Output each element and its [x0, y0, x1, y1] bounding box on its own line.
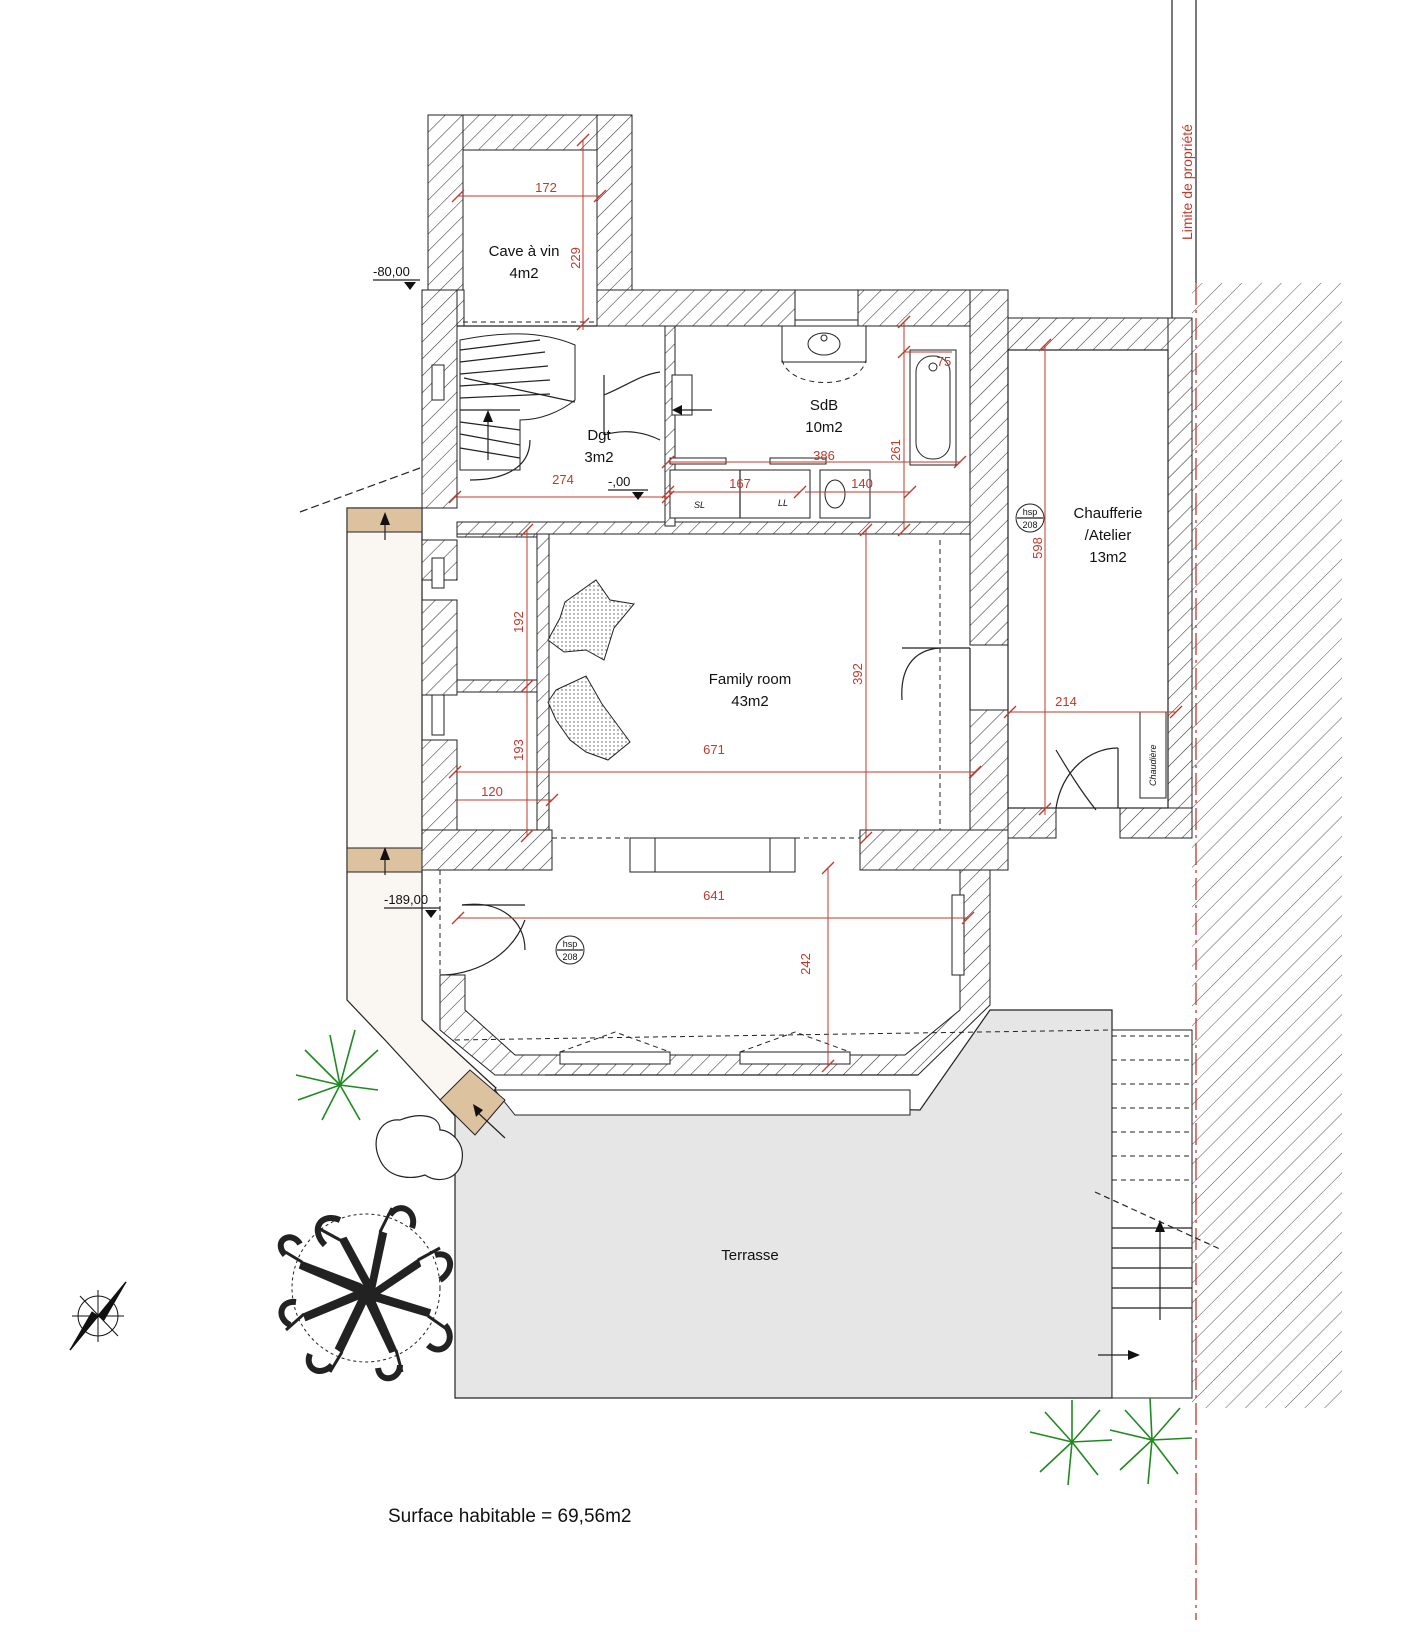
bathroom-fixtures: [669, 325, 957, 519]
level-189: -189,00: [384, 892, 428, 907]
room-dgt-area: 3m2: [584, 449, 613, 466]
windows: [431, 364, 965, 1065]
property-limit-label: Limite de propriété: [1179, 124, 1195, 240]
dimension-labels: 172 229 274 75 386 261 167 140 598 192 1…: [481, 180, 1077, 975]
doors: [439, 371, 1119, 976]
hsp-1-top: hsp: [1023, 507, 1038, 517]
room-chaufferie-area: 13m2: [1089, 549, 1127, 566]
room-cave-name: Cave à vin: [489, 243, 560, 260]
dim-167: 167: [729, 476, 751, 491]
room-terrasse-name: Terrasse: [721, 1247, 779, 1264]
room-family-area: 43m2: [731, 693, 769, 710]
room-sdb-name: SdB: [810, 397, 838, 414]
surface-habitable: Surface habitable = 69,56m2: [388, 1506, 631, 1527]
label-chaudiere: Chaudière: [1148, 744, 1158, 786]
dim-641: 641: [703, 888, 725, 903]
tree-icon: [277, 1205, 453, 1382]
room-labels: Cave à vin 4m2 Dgt 3m2 SdB 10m2 Chauffer…: [489, 243, 1143, 1264]
dim-192: 192: [511, 611, 526, 633]
room-chaufferie-name-1: Chaufferie: [1074, 505, 1143, 522]
level-80: -80,00: [373, 264, 410, 279]
dim-214: 214: [1055, 694, 1077, 709]
hsp-2-top: hsp: [563, 939, 578, 949]
shrub-icon: [375, 1115, 463, 1181]
hsp-2-bottom: 208: [562, 952, 577, 962]
lintels: [346, 507, 506, 1139]
rugs: [547, 579, 635, 761]
dim-75: 75: [937, 354, 951, 369]
hsp-markers: hsp 208 hsp 208: [555, 503, 1045, 965]
dim-120: 120: [481, 784, 503, 799]
level-00: -,00: [608, 474, 630, 489]
level-markers: -80,00 -,00 -189,00: [373, 264, 648, 918]
room-dgt-name: Dgt: [587, 427, 611, 444]
dim-671: 671: [703, 742, 725, 757]
room-sdb-area: 10m2: [805, 419, 843, 436]
exterior-stair: [1094, 1029, 1223, 1399]
dim-242: 242: [798, 953, 813, 975]
dim-229: 229: [568, 247, 583, 269]
dim-392: 392: [850, 663, 865, 685]
compass-icon: [69, 1281, 127, 1351]
label-sl: SL: [694, 500, 705, 510]
dim-386: 386: [813, 448, 835, 463]
plant-left-icon: [295, 1029, 379, 1121]
dim-140: 140: [851, 476, 873, 491]
dim-172: 172: [535, 180, 557, 195]
dimension-lines: [448, 133, 1183, 1073]
dim-598: 598: [1030, 537, 1045, 559]
neighbour-hatch: [1192, 283, 1342, 1408]
interior-stair: [299, 333, 576, 513]
hsp-1-bottom: 208: [1022, 520, 1037, 530]
dim-261: 261: [888, 439, 903, 461]
inner-lines: [439, 321, 1169, 1116]
dim-274: 274: [552, 472, 574, 487]
label-ll: LL: [778, 498, 788, 508]
room-family-name: Family room: [709, 671, 792, 688]
plant-bottom-1-icon: [1029, 1400, 1113, 1486]
boiler: [1139, 711, 1167, 799]
plant-bottom-2-icon: [1109, 1397, 1193, 1485]
room-chaufferie-name-2: /Atelier: [1085, 527, 1132, 544]
room-cave-area: 4m2: [509, 265, 538, 282]
dim-193: 193: [511, 739, 526, 761]
